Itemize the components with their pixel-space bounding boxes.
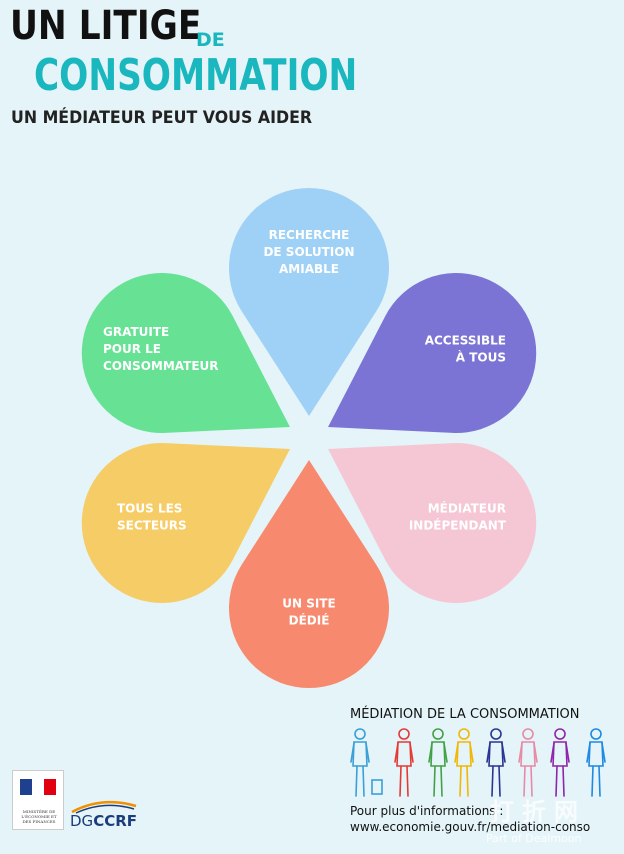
info-url-link[interactable]: www.economie.gouv.fr/mediation-conso: [350, 820, 591, 834]
petal-label-bottom: UN SITE DÉDIÉ: [282, 597, 335, 628]
person-icon: [350, 728, 370, 797]
person-icon: [394, 728, 414, 797]
petal-bottom: [229, 460, 389, 688]
petal-label-line: AMIABLE: [279, 262, 339, 276]
dgccrf-bold: CCRF: [93, 812, 138, 830]
title-de: DE: [196, 29, 225, 51]
dgccrf-prefix: DG: [70, 812, 94, 830]
petal-label-line: UN SITE: [282, 597, 335, 611]
petal-label-line: CONSOMMATEUR: [103, 359, 219, 373]
petal-label-top: RECHERCHE DE SOLUTION AMIABLE: [263, 228, 354, 276]
dgccrf-arc-icon: [71, 800, 137, 814]
title-line-2: CONSOMMATION: [34, 50, 358, 101]
petal-label-lower-right: MÉDIATEUR INDÉPENDANT: [409, 501, 507, 533]
petal-label-line: SECTEURS: [117, 519, 187, 533]
person-icon: [486, 728, 506, 797]
info-text: Pour plus d'informations :: [350, 804, 504, 818]
person-icon: [454, 728, 474, 797]
petal-label-line: À TOUS: [456, 350, 506, 365]
republique-francaise-logo: MINISTÈRE DE L'ÉCONOMIE ET DES FINANCES: [12, 770, 64, 830]
watermark: 打折网: [490, 798, 586, 826]
petal-label-line: ACCESSIBLE: [425, 334, 506, 348]
petal-upper-right: [328, 272, 537, 433]
petal-upper-left: [81, 272, 290, 433]
petal-label-line: DÉDIÉ: [289, 613, 330, 628]
petal-lower-right: [328, 443, 537, 604]
petal-lower-left: [81, 443, 290, 604]
petal-label-line: POUR LE: [103, 342, 161, 356]
petal-label-line: RECHERCHE: [269, 228, 350, 242]
person-icon: [518, 728, 538, 797]
title-line-1: UN LITIGE: [10, 3, 202, 49]
watermark-sub: Part of Dealmoon: [486, 832, 582, 845]
petal-label-line: GRATUITE: [103, 325, 169, 339]
petal-label-line: INDÉPENDANT: [409, 518, 507, 533]
petal-top: [229, 188, 389, 416]
petal-label-line: TOUS LES: [117, 502, 182, 516]
ministry-caption: MINISTÈRE DE L'ÉCONOMIE ET DES FINANCES: [21, 809, 57, 824]
petal-label-line: DE SOLUTION: [263, 245, 354, 259]
french-flag-icon: [20, 779, 56, 795]
petal-label-upper-left: GRATUITE POUR LE CONSOMMATEUR: [103, 325, 219, 373]
petal-label-line: MÉDIATEUR: [428, 501, 506, 516]
petal-label-lower-left: TOUS LES SECTEURS: [117, 502, 187, 533]
petal-label-upper-right: ACCESSIBLE À TOUS: [425, 334, 506, 365]
person-icon: [586, 728, 606, 797]
suitcase-icon: [371, 779, 383, 795]
person-icon: [428, 728, 448, 797]
person-icon: [550, 728, 570, 797]
people-illustration: [350, 728, 606, 797]
mediation-title: MÉDIATION DE LA CONSOMMATION: [350, 707, 580, 722]
subtitle: UN MÉDIATEUR PEUT VOUS AIDER: [11, 108, 313, 128]
